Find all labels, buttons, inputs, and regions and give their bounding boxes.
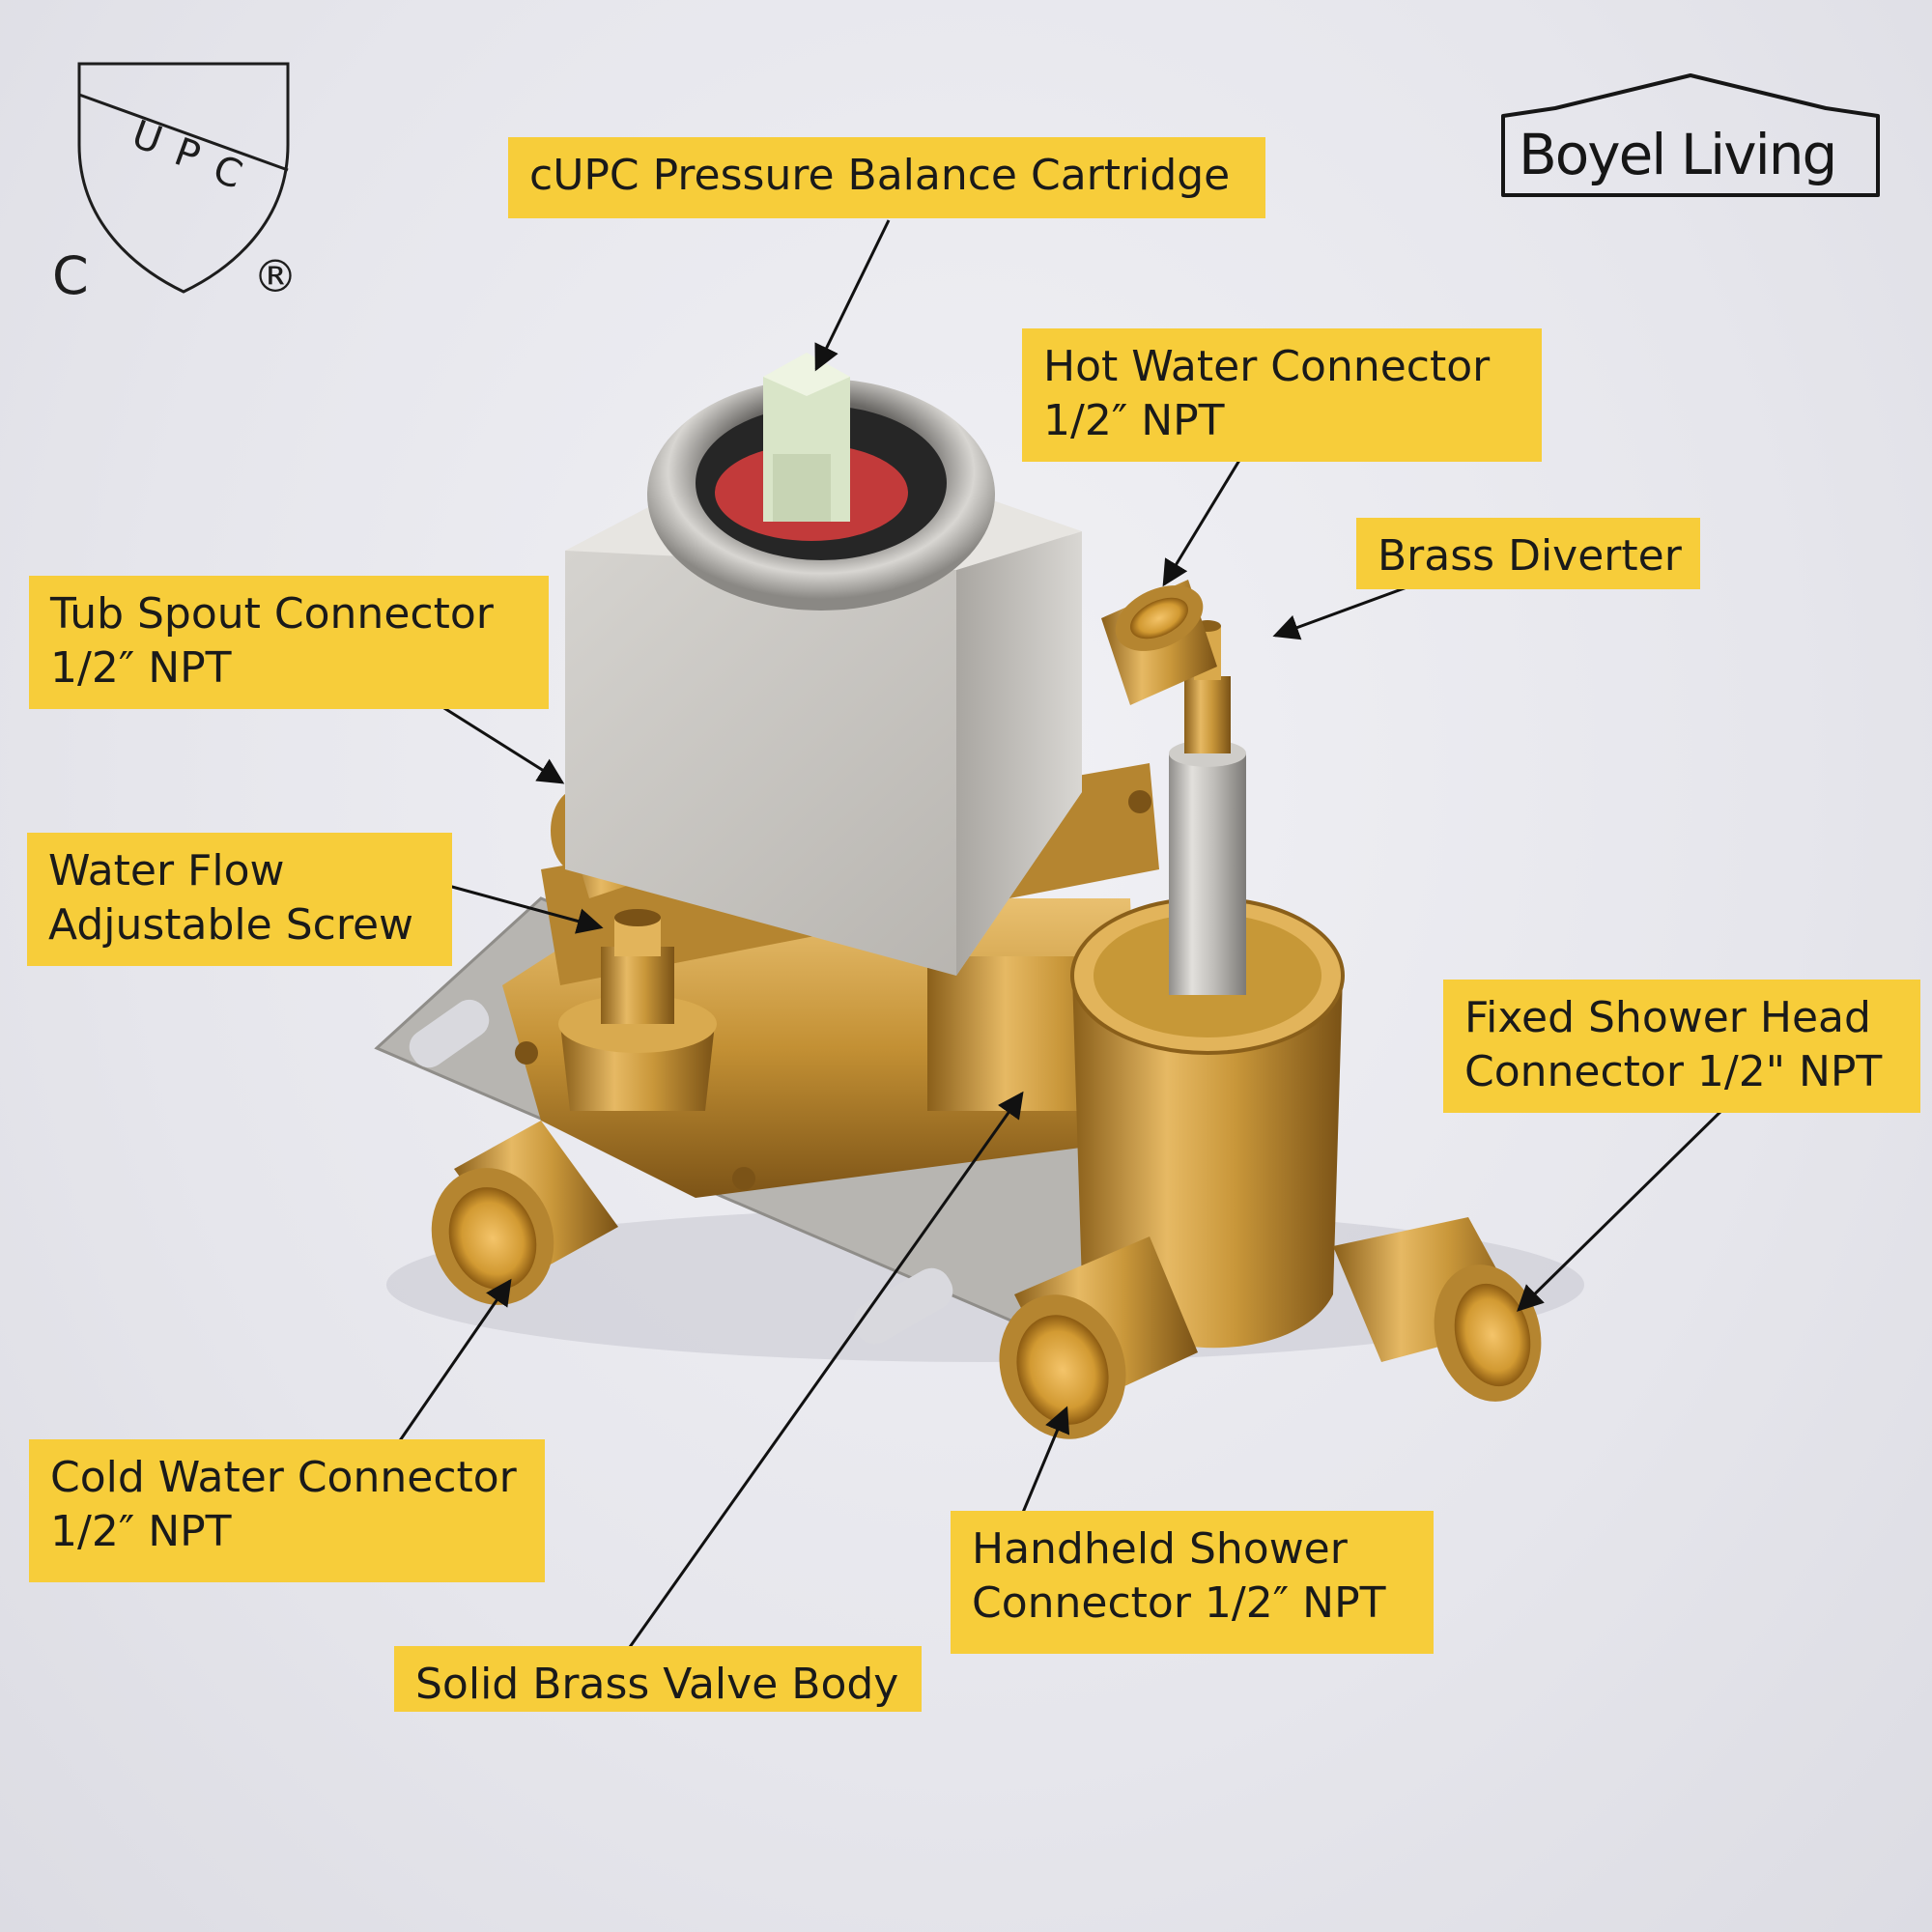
callout-cold-water: Cold Water Connector 1/2″ NPT <box>29 1439 545 1582</box>
leader-valve-body <box>628 1091 1024 1648</box>
callout-hot-water-line2: 1/2″ NPT <box>1043 396 1225 445</box>
brand-logo-frame <box>1501 73 1880 197</box>
leader-cartridge <box>814 219 891 372</box>
callout-hot-water: Hot Water Connector 1/2″ NPT <box>1022 328 1542 462</box>
callout-valve-body-text: Solid Brass Valve Body <box>415 1660 899 1709</box>
fixed-shower-connector <box>1333 1217 1542 1402</box>
leader-handheld-shower <box>1020 1406 1070 1516</box>
callout-handheld-shower: Handheld Shower Connector 1/2″ NPT <box>951 1511 1434 1654</box>
registered-mark: ® <box>253 250 298 302</box>
leader-flow-screw <box>430 879 604 934</box>
callout-cold-water-line1: Cold Water Connector <box>50 1453 517 1502</box>
diverter-stem <box>1169 620 1246 995</box>
callout-tub-spout-line2: 1/2″ NPT <box>50 643 232 693</box>
callout-handheld-shower-line1: Handheld Shower <box>972 1524 1348 1574</box>
upc-prefix-c: C <box>52 245 89 306</box>
leader-fixed-shower <box>1517 1105 1727 1312</box>
callout-flow-screw-line2: Adjustable Screw <box>48 900 414 950</box>
cold-water-connector <box>431 1121 618 1305</box>
callout-brass-diverter: Brass Diverter <box>1356 518 1700 589</box>
callout-cold-water-line2: 1/2″ NPT <box>50 1507 232 1556</box>
upc-letter-c: C <box>208 147 248 198</box>
leader-lines <box>392 219 1727 1648</box>
callout-handheld-shower-line2: Connector 1/2″ NPT <box>972 1578 1386 1628</box>
leader-cold-water <box>392 1278 512 1450</box>
callout-flow-screw: Water Flow Adjustable Screw <box>27 833 452 966</box>
brand-name: Boyel Living <box>1519 122 1837 187</box>
callout-cartridge: cUPC Pressure Balance Cartridge <box>508 137 1265 218</box>
callout-hot-water-line1: Hot Water Connector <box>1043 342 1491 391</box>
callout-brass-diverter-text: Brass Diverter <box>1378 531 1682 581</box>
upc-certification-logo: U P C C ® <box>52 62 298 306</box>
hot-water-connector <box>1101 580 1217 705</box>
callout-fixed-shower-line1: Fixed Shower Head <box>1464 993 1871 1042</box>
callout-tub-spout-line1: Tub Spout Connector <box>50 589 494 639</box>
upc-letter-u: U <box>127 112 168 163</box>
callout-cartridge-text: cUPC Pressure Balance Cartridge <box>529 151 1231 200</box>
handheld-shower-connector <box>999 1236 1198 1439</box>
callout-fixed-shower: Fixed Shower Head Connector 1/2" NPT <box>1443 980 1920 1113</box>
cartridge-stem <box>763 353 850 522</box>
leader-brass-diverter <box>1272 581 1421 640</box>
leader-hot-water <box>1162 448 1248 587</box>
callout-fixed-shower-line2: Connector 1/2" NPT <box>1464 1047 1883 1096</box>
callout-flow-screw-line1: Water Flow <box>48 846 285 895</box>
flow-adjust-fitting <box>558 909 717 1111</box>
callout-valve-body: Solid Brass Valve Body <box>394 1646 922 1712</box>
upc-letter-p: P <box>169 129 206 179</box>
callout-tub-spout: Tub Spout Connector 1/2″ NPT <box>29 576 549 709</box>
